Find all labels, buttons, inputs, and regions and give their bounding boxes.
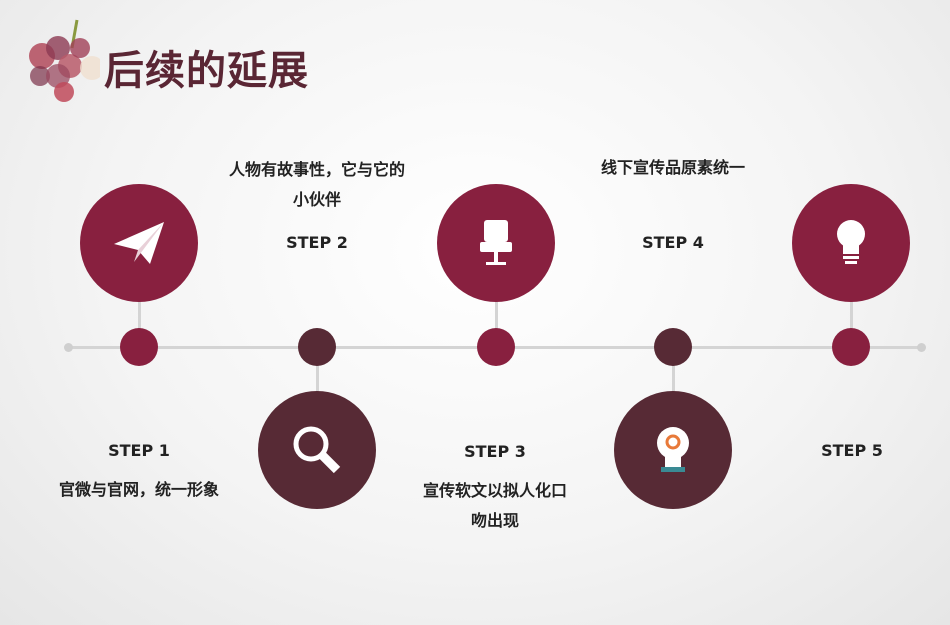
step-3-dot <box>477 328 515 366</box>
timeline-end <box>917 343 926 352</box>
step-4-circle <box>614 391 732 509</box>
step-1-label: STEP 1 <box>108 441 170 460</box>
paper-plane-icon <box>114 222 164 264</box>
step-3-label: STEP 3 <box>464 442 526 461</box>
step-1-dot <box>120 328 158 366</box>
timeline-start <box>64 343 73 352</box>
step-3-circle <box>437 184 555 302</box>
connector <box>138 300 141 330</box>
grape-logo <box>20 18 104 106</box>
step-2-circle <box>258 391 376 509</box>
step-2-desc: 人物有故事性，它与它的小伙伴 <box>228 160 405 209</box>
step-1-desc: 官微与官网，统一形象 <box>58 480 219 499</box>
connector <box>316 365 319 395</box>
connector <box>850 300 853 330</box>
page-title: 后续的延展 <box>104 48 309 94</box>
step-4-label: STEP 4 <box>642 233 704 252</box>
step-5-circle <box>792 184 910 302</box>
connector <box>495 300 498 330</box>
step-2-label: STEP 2 <box>286 233 348 252</box>
step-2-dot <box>298 328 336 366</box>
step-1-circle <box>80 184 198 302</box>
lightbulb-icon <box>837 220 865 264</box>
step-4-desc: 线下宣传品原素统一 <box>600 158 745 177</box>
step-5-label: STEP 5 <box>821 441 883 460</box>
step-4-dot <box>654 328 692 366</box>
chair-icon <box>480 220 512 265</box>
webcam-icon <box>657 427 689 472</box>
magnifier-icon <box>293 426 341 474</box>
step-3-desc: 宣传软文以拟人化口吻出现 <box>422 481 567 530</box>
connector <box>672 365 675 395</box>
step-5-dot <box>832 328 870 366</box>
